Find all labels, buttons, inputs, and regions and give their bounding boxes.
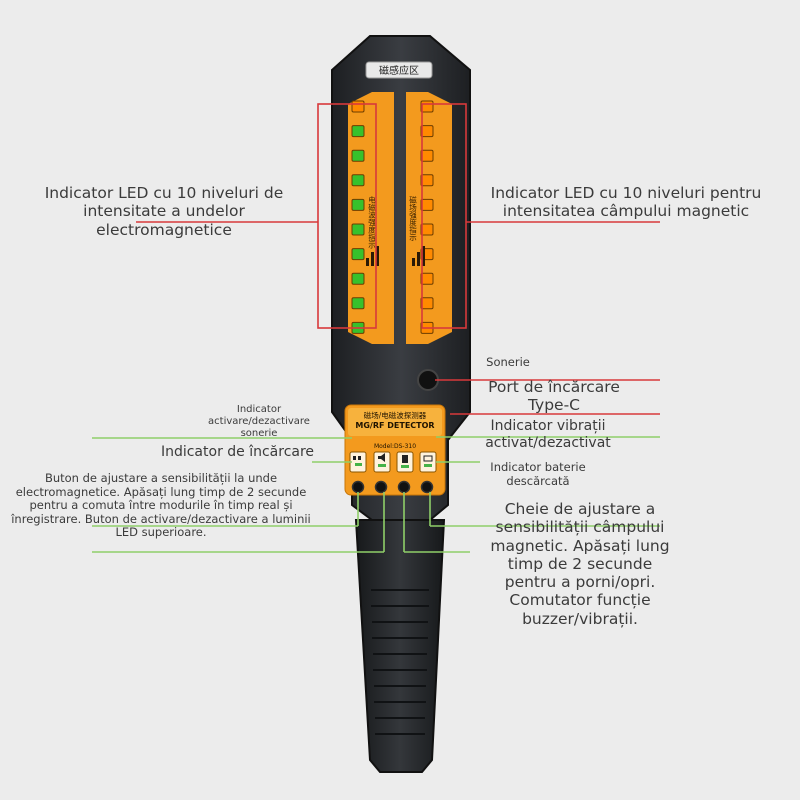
mg-key-label: Cheie de ajustare a sensibilității câmpu… [490, 500, 670, 628]
em-led-5 [351, 198, 365, 211]
em-led-2 [351, 125, 365, 138]
magnetic-sensing-tag [365, 61, 433, 79]
mg-signal-bars [412, 246, 425, 266]
mg-led-strip [406, 92, 452, 344]
vibration-indicator-label: Indicator vibrații activat/dezactivat [485, 418, 611, 451]
em-strip-label: 电磁波强度指示 [367, 195, 376, 249]
mg-led-3 [420, 149, 434, 162]
em-led-4 [351, 174, 365, 187]
charging-indicator-label: Indicator de încărcare [160, 444, 315, 460]
battery-icon [423, 455, 433, 467]
em-button[interactable] [351, 480, 365, 494]
em-led-7 [351, 248, 365, 261]
em-led-column [351, 100, 365, 334]
em-button-label: Buton de ajustare a sensibilității la un… [11, 471, 311, 540]
panel-en-title: MG/RF DETECTOR [355, 421, 434, 430]
em-led-9 [351, 297, 365, 310]
em-led-3 [351, 149, 365, 162]
mg-button[interactable] [397, 480, 411, 494]
mg-led-8 [420, 272, 434, 285]
panel-model: Model:DS-310 [374, 443, 416, 450]
buzzer-label: Sonerie [486, 355, 530, 369]
magnetic-sensing-tag-text: 磁感应区 [379, 64, 419, 77]
mg-strip-label: 磁场强度指示 [408, 195, 417, 242]
vibration-icon [401, 455, 409, 468]
em-signal-bars [366, 246, 379, 266]
mg-led-5 [420, 198, 434, 211]
buzzer-indicator-label: Indicator activare/dezactivare sonerie [208, 404, 310, 439]
mg-led-2 [420, 125, 434, 138]
mg-key[interactable] [420, 480, 434, 494]
panel-title-bar [348, 408, 442, 436]
battery-indicator-label: Indicator baterie descărcată [490, 460, 586, 488]
em-led-6 [351, 223, 365, 236]
em-led-indicator-label: Indicator LED cu 10 niveluri de intensit… [44, 184, 284, 239]
panel-cn-title: 磁场/电磁波探测器 [364, 410, 427, 420]
speaker-icon [378, 453, 386, 467]
green-callouts [92, 436, 660, 553]
mg-led-6 [420, 223, 434, 236]
sound-icon [353, 456, 362, 466]
panel-buttons[interactable] [351, 480, 434, 494]
device-handle [354, 519, 446, 773]
mg-led-9 [420, 297, 434, 310]
mg-led-4 [420, 174, 434, 187]
handle-ridges [371, 589, 429, 735]
em-led-8 [351, 272, 365, 285]
charge-port-label: Port de încărcare Type-C [488, 378, 620, 415]
em-led-1 [351, 100, 365, 113]
mg-led-indicator-label: Indicator LED cu 10 niveluri pentru inte… [490, 184, 762, 221]
red-callouts [136, 103, 660, 415]
charge-port-button[interactable] [374, 480, 388, 494]
